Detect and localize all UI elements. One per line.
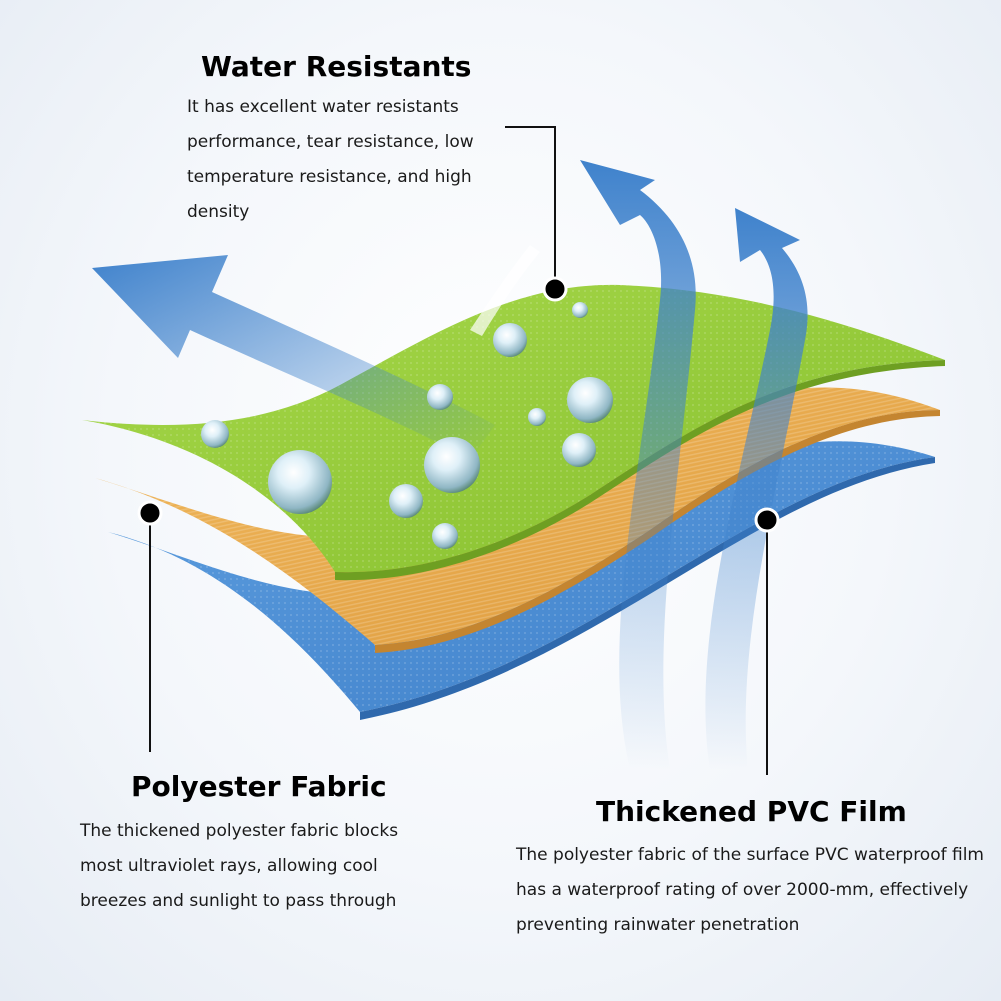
water-droplet-icon [528, 408, 546, 426]
water-resistants-description: It has excellent water resistants perfor… [187, 97, 474, 222]
airflow-streak [470, 245, 540, 336]
airflow-arrow-icon [92, 255, 495, 460]
water-droplet-icon [389, 484, 423, 518]
airflow-arrow-icon [580, 160, 696, 770]
water-callout-leader [505, 126, 568, 302]
callout-dot-icon [137, 500, 163, 526]
water-droplet-icon [268, 450, 332, 514]
callout-dot-icon [542, 276, 568, 302]
water-droplets [201, 302, 613, 549]
polyester-callout-leader [137, 500, 163, 752]
water-resistants-title: Water Resistants [201, 50, 472, 83]
pvc-callout-leader [754, 507, 780, 775]
water-droplet-icon [427, 384, 453, 410]
callout-dot-icon [754, 507, 780, 533]
water-droplet-icon [567, 377, 613, 423]
pvc-film-description: The polyester fabric of the surface PVC … [516, 845, 984, 935]
water-droplet-icon [493, 323, 527, 357]
water-droplet-icon [562, 433, 596, 467]
airflow-arrow-icon [705, 208, 808, 770]
pvc-film-title: Thickened PVC Film [596, 795, 907, 828]
water-droplet-icon [572, 302, 588, 318]
polyester-fabric-title: Polyester Fabric [131, 770, 387, 803]
water-droplet-icon [432, 523, 458, 549]
polyester-fabric-description: The thickened polyester fabric blocks mo… [80, 821, 399, 911]
water-droplet-icon [201, 420, 229, 448]
water-droplet-icon [424, 437, 480, 493]
